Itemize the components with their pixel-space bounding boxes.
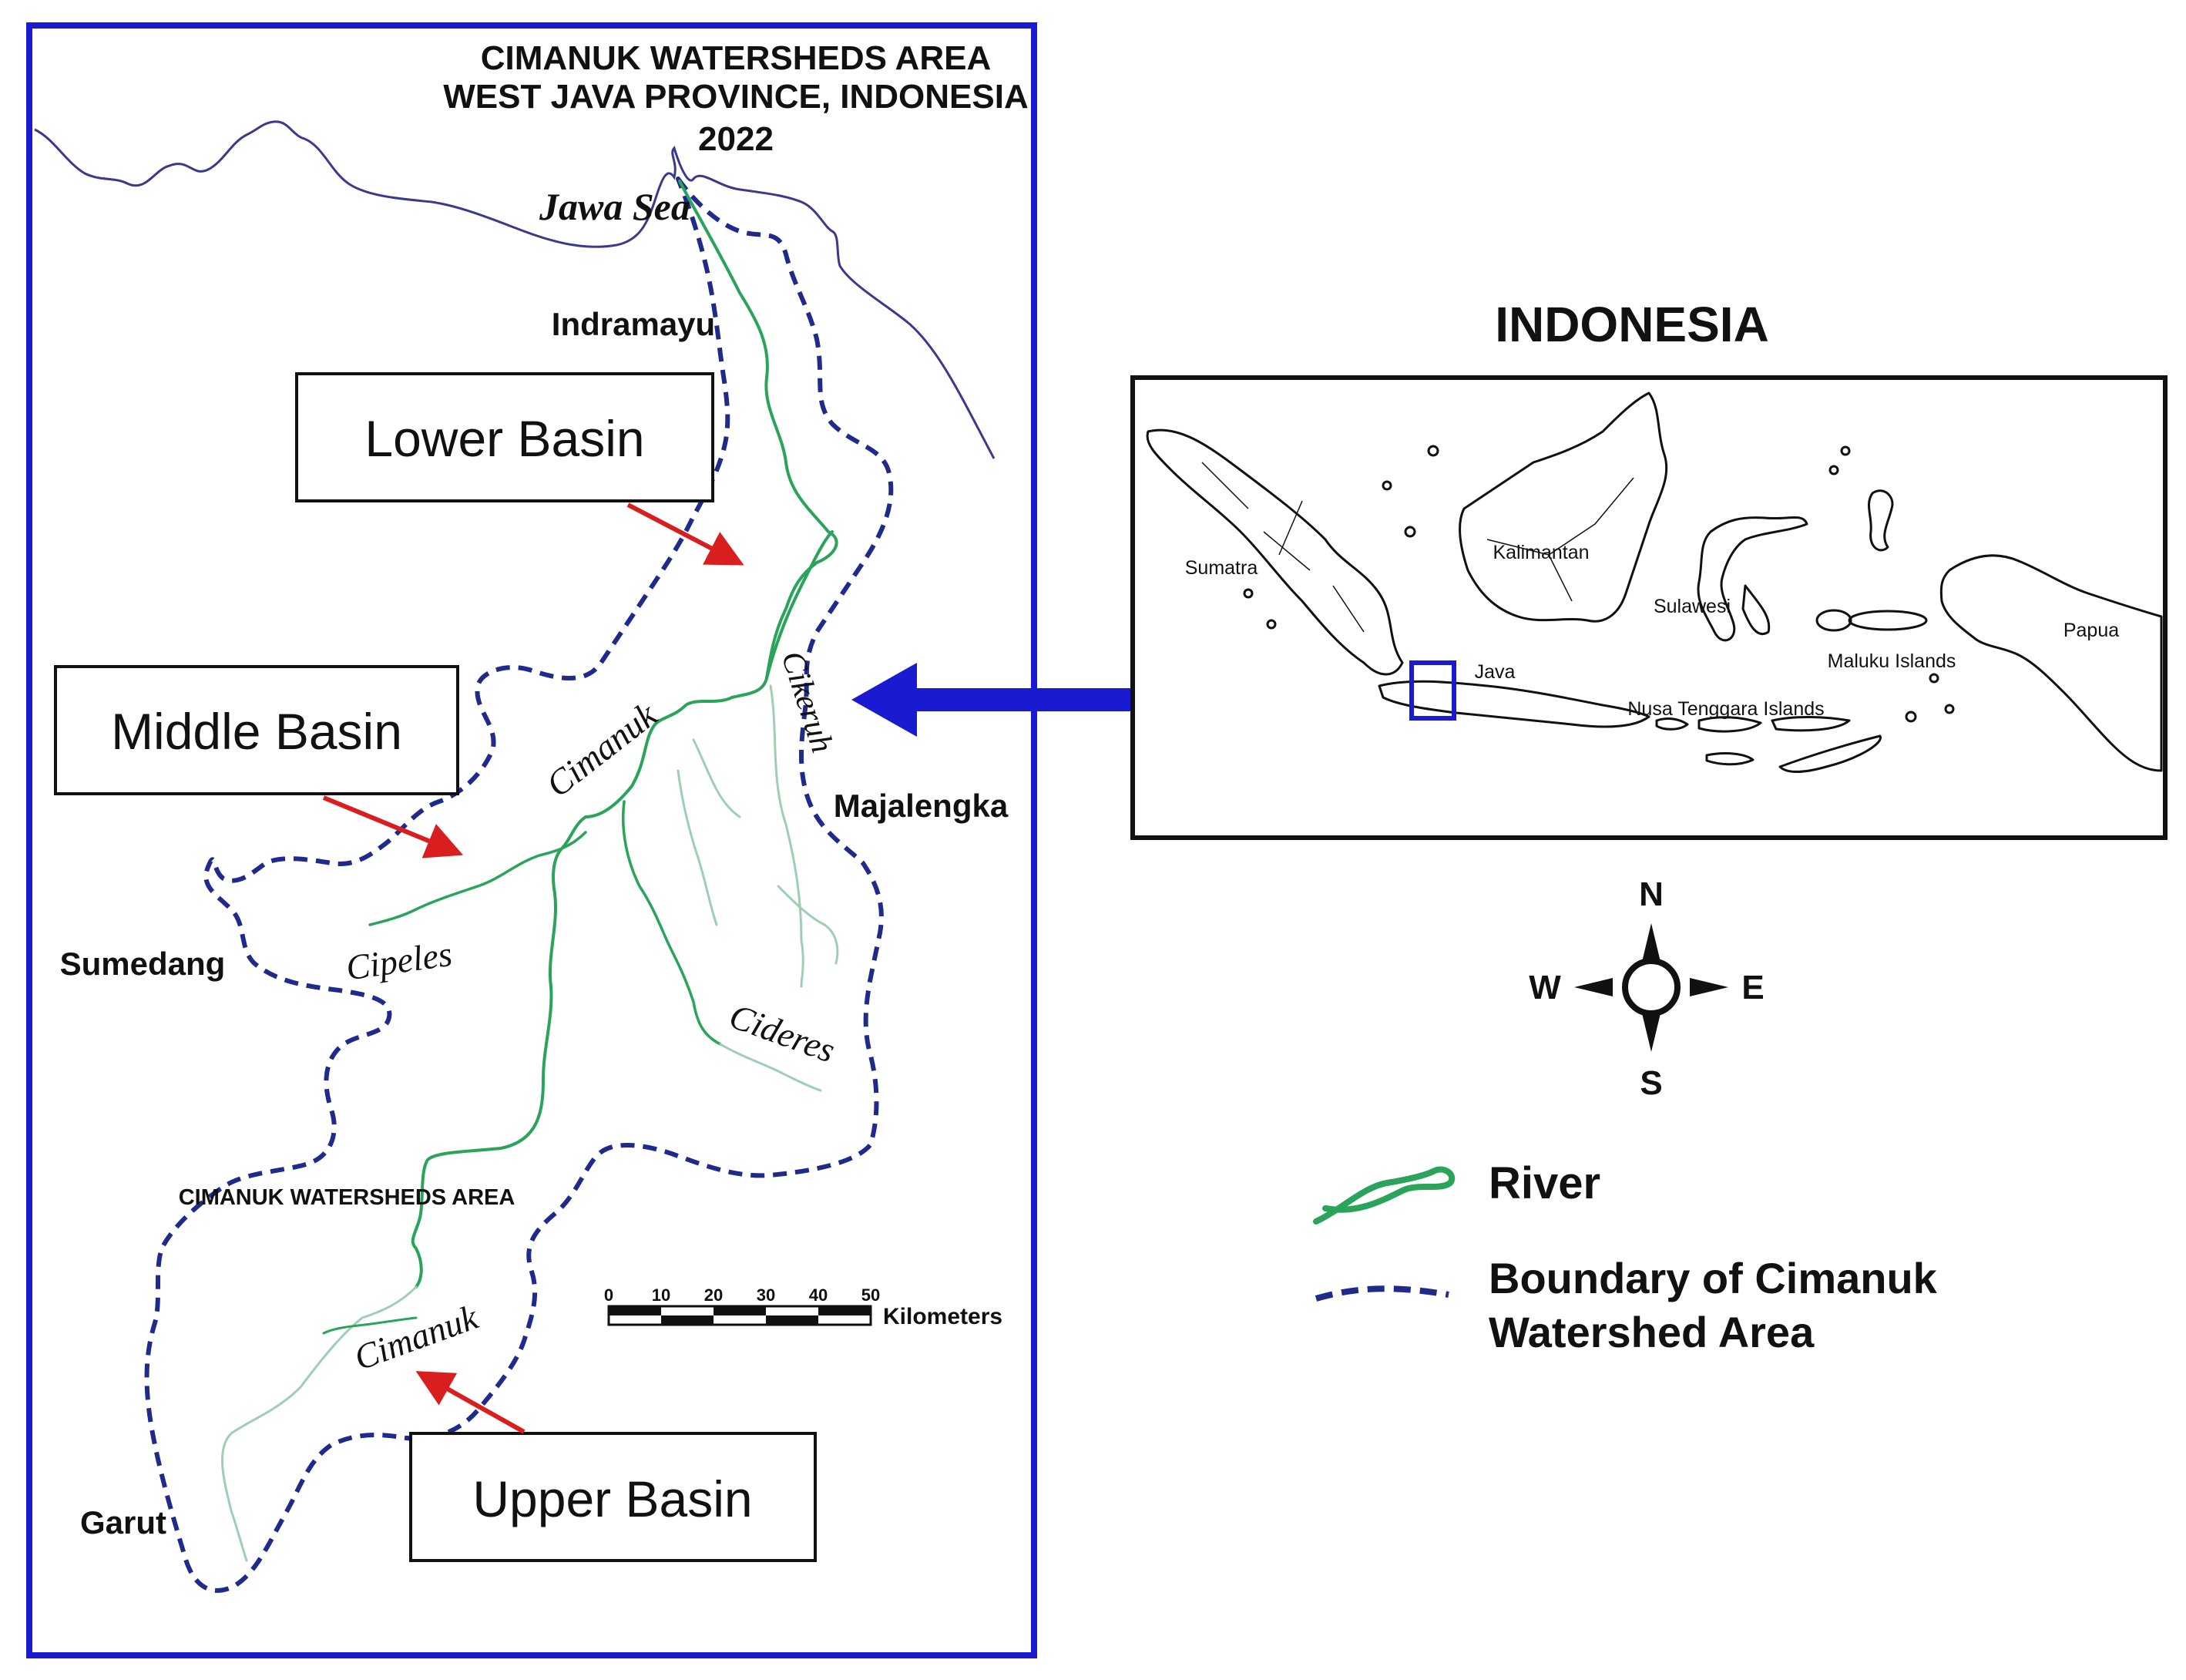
island-bali-lombok [1655,717,1689,731]
legend-boundary-swatch [1315,1285,1449,1302]
island-sumatra [1146,428,1404,676]
area-label: CIMANUK WATERSHEDS AREA [179,1185,515,1210]
scale-tick-50: 50 [861,1285,880,1305]
islet-10 [1266,619,1277,630]
islet-2 [1382,480,1392,491]
river-cideres [621,800,722,1046]
basin-upper: Upper Basin [409,1432,817,1562]
scale-bar: 0 10 20 30 40 50 Kilometers [604,1285,1002,1329]
inset-frame [1130,375,2168,840]
island-flores [1771,715,1851,732]
indonesia-outline [1146,391,2163,773]
sea-label: Jawa Sea [539,185,690,228]
tributary-2 [677,769,718,926]
arrow-lower-basin [626,502,744,566]
compass-needle-north [1642,923,1660,962]
basin-middle-box [54,665,459,795]
kalimantan-interior [1486,477,1634,602]
basin-middle: Middle Basin [54,665,459,795]
legend: River Boundary of Cimanuk Watershed Area [1313,1158,1938,1356]
compass-needle-east [1690,978,1728,996]
compass-rose: N S E W [1529,875,1764,1102]
map-title-line-2: WEST JAVA PROVINCE, INDONESIA [443,78,1029,116]
legend-boundary-label-line-1: Boundary of Cimanuk [1489,1254,1938,1302]
region-label-majalengka: Majalengka [834,788,1009,824]
scale-tick-20: 20 [704,1285,723,1305]
river-cikeruh [765,530,834,680]
java-location-marker [1409,660,1456,721]
compass-needle-south [1642,1013,1660,1052]
island-sumbawa [1697,716,1762,733]
inset-label-kalimantan: Kalimantan [1493,542,1589,563]
island-sumba [1705,752,1755,766]
sumatra-interior [1201,462,1365,633]
inset-label-sumatra: Sumatra [1185,557,1258,579]
compass-center [1622,958,1681,1016]
tributary-4 [777,885,839,965]
legend-river-label: River [1489,1158,1600,1208]
islet-6 [1929,673,1939,684]
basin-upper-box [409,1432,817,1562]
inset-label-papua: Papua [2063,620,2119,641]
compass-label-n: N [1639,875,1664,913]
island-seram [1848,610,1928,631]
basin-lower: Lower Basin [295,372,714,502]
compass-label-w: W [1529,969,1561,1006]
river-cimanuk-main [411,180,838,1289]
region-label-garut: Garut [80,1504,166,1541]
map-title-line-1: CIMANUK WATERSHEDS AREA [481,39,991,77]
river-cipeles [368,831,587,926]
arrow-middle-basin [322,795,464,858]
region-label-indramayu: Indramayu [552,306,715,342]
scale-tick-0: 0 [604,1285,613,1305]
islet-8 [1944,704,1955,714]
tributary-3 [692,738,741,818]
islet-9 [1243,588,1254,599]
watershed-boundary [144,176,894,1593]
region-label-sumedang: Sumedang [60,946,226,982]
island-kalimantan [1459,391,1668,623]
basin-upper-label: Upper Basin [472,1470,752,1527]
inset-label-maluku: Maluku Islands [1828,650,1956,672]
island-buru [1815,609,1852,632]
legend-boundary-label-line-2: Watershed Area [1489,1308,1815,1356]
map-title: CIMANUK WATERSHEDS AREA WEST JAVA PROVIN… [443,39,1029,158]
islet-3 [1404,526,1416,538]
island-java [1378,680,1650,728]
islet-5 [1828,465,1839,475]
coastline [34,120,996,459]
scale-unit: Kilometers [883,1304,1002,1329]
island-sulawesi [1697,516,1808,642]
inset-label-sulawesi: Sulawesi [1654,596,1731,617]
map-title-line-3: 2022 [698,120,774,158]
inset-title: INDONESIA [1495,297,1769,352]
islet-7 [1905,711,1917,723]
island-timor [1778,734,1882,773]
compass-label-s: S [1640,1064,1662,1102]
arrow-upper-basin [415,1371,526,1434]
scale-tick-10: 10 [652,1285,670,1305]
main-map-frame [26,22,1037,1658]
tributary-upper [221,1285,418,1562]
legend-river-swatch [1313,1166,1456,1225]
islet-4 [1840,445,1851,456]
tributary-5 [719,1043,822,1092]
compass-needle-west [1574,978,1613,996]
river-network [221,180,839,1562]
islet-1 [1427,445,1439,457]
island-halmahera [1868,489,1894,552]
scale-tick-30: 30 [757,1285,775,1305]
basin-lower-label: Lower Basin [364,410,644,467]
island-papua [1939,554,2163,772]
tributary-1 [769,684,804,988]
inset-label-nusa-tenggara: Nusa Tenggara Islands [1627,698,1824,720]
scale-tick-40: 40 [809,1285,828,1305]
compass-label-e: E [1741,969,1764,1006]
inset-label-java: Java [1475,661,1516,683]
basin-lower-box [295,372,714,502]
tributary-upper-2 [322,1316,418,1335]
basin-middle-label: Middle Basin [111,703,402,760]
